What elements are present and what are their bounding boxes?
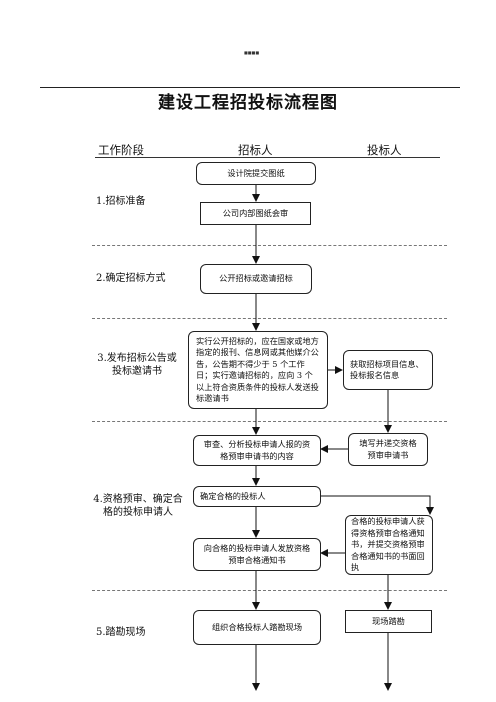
box-submit-prequal: 填写并递交资格预审申请书 [348,433,428,466]
header-rule [95,157,440,158]
stage-divider [92,245,447,246]
top-rule [40,87,460,88]
column-header-stage: 工作阶段 [98,143,144,157]
box-qualified-reply: 合格的投标申请人获得资格预审合格通知书，并提交资格预审合格通知书的书面回执 [345,515,433,575]
page-title: 建设工程招投标流程图 [158,93,338,113]
box-review-prequal: 审查、分析投标申请人报的资格预审申请书的内容 [193,435,321,466]
box-site-visit: 现场踏勘 [345,610,432,633]
column-header-tenderer: 招标人 [238,143,273,157]
arrow-connector [321,495,434,515]
column-header-bidder: 投标人 [367,143,402,157]
stage-divider [92,421,447,422]
box-site-visit-org: 组织合格投标人踏勘现场 [193,610,321,645]
stage-2-label: 2.确定招标方式 [96,273,166,284]
stage-divider [92,318,447,319]
stage-3-label: 3.发布招标公告或投标邀请书 [97,353,177,377]
box-design-submit: 设计院提交图纸 [196,162,316,185]
box-publish-notice: 实行公开招标的，应在国家或地方指定的报刊、信息网或其他媒介公告，公告期不得少于 … [188,331,328,409]
stage-divider [92,590,447,591]
box-get-info: 获取招标项目信息、投标报名信息 [343,350,433,390]
stage-5-label: 5.踏勘现场 [96,627,146,638]
box-confirm-qualified: 确定合格的投标人 [193,486,321,507]
box-internal-review: 公司内部图纸会审 [200,202,311,225]
stage-1-label: 1.招标准备 [96,196,146,207]
stage-4-label: 4.资格预审、确定合格的投标申请人 [93,494,183,518]
header-mark: ■■■■ [244,50,260,55]
box-issue-notice: 向合格的投标申请人发放资格预审合格通知书 [193,538,321,571]
box-bidding-method: 公开招标或邀请招标 [200,264,312,294]
